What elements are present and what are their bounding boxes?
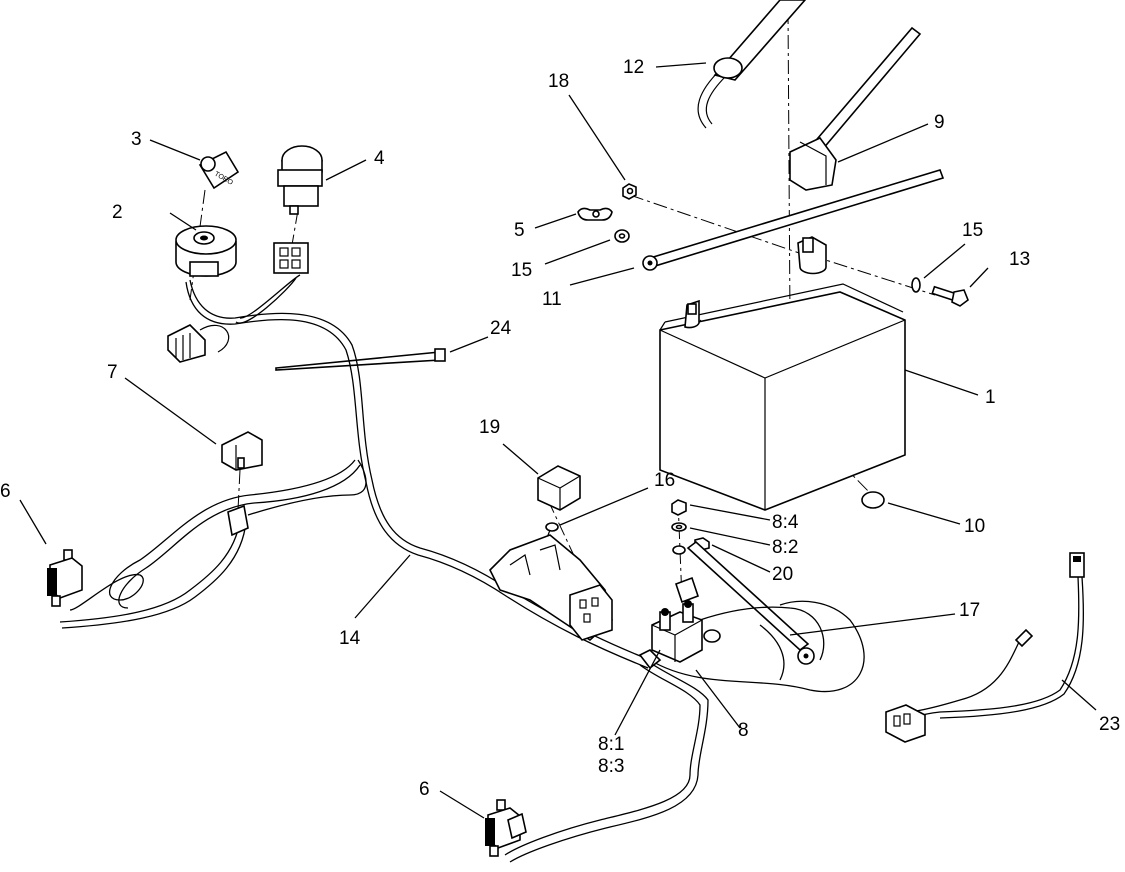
ground-cable [686,540,815,665]
callout-4: 4 [374,148,385,169]
harness-connector-switch [167,324,230,363]
seat-switch [221,431,263,471]
callout-2: 2 [112,202,123,223]
accessory-harness [885,552,1085,743]
callout-10: 10 [964,516,985,537]
callout-8-2: 8:2 [772,537,798,558]
mounting-bracket [489,534,613,642]
ignition-key: TORO [198,150,240,190]
starter-solenoid [638,576,721,670]
battery-strap [697,0,807,129]
callout-20: 20 [772,564,793,585]
callout-leaders [19,62,1097,819]
callout-19: 19 [479,417,500,438]
ignition-switch [175,225,237,277]
callout-13: 13 [1009,249,1030,270]
callout-labels: 1 2 3 4 5 6 6 7 8 8:1 8:3 8:4 8:2 20 9 1… [0,57,1120,800]
cable-tie [275,348,446,371]
callout-5: 5 [514,220,525,241]
callout-6-bottom: 6 [419,779,430,800]
hardware-parts [544,183,969,561]
pto-connector [273,242,309,274]
callout-16: 16 [654,470,675,491]
callout-17: 17 [959,600,980,621]
main-wire-harness [59,274,865,863]
pto-switch [277,145,323,215]
callout-7: 7 [107,362,118,383]
interlock-switch-bottom [485,799,527,857]
callout-8: 8 [738,720,749,741]
callout-15-right: 15 [962,220,983,241]
relay [537,465,581,511]
callout-8-4: 8:4 [772,512,799,533]
battery-cable-positive [642,169,945,271]
callout-14: 14 [339,628,361,649]
callout-8-1: 8:1 [598,734,624,755]
callout-12: 12 [623,57,644,78]
callout-11: 11 [542,289,562,310]
callout-23: 23 [1099,714,1120,735]
callout-15-left: 15 [511,260,532,281]
negative-cable-with-boot [789,26,922,191]
callout-1: 1 [985,387,996,408]
callout-9: 9 [934,112,945,133]
callout-18: 18 [548,71,569,92]
interlock-switch-left [47,549,83,607]
callout-3: 3 [131,129,142,150]
battery [659,236,906,511]
seat-switch-connector [227,504,249,537]
callout-8-3: 8:3 [598,756,624,777]
callout-6-left: 6 [0,481,11,502]
callout-24: 24 [490,318,512,339]
